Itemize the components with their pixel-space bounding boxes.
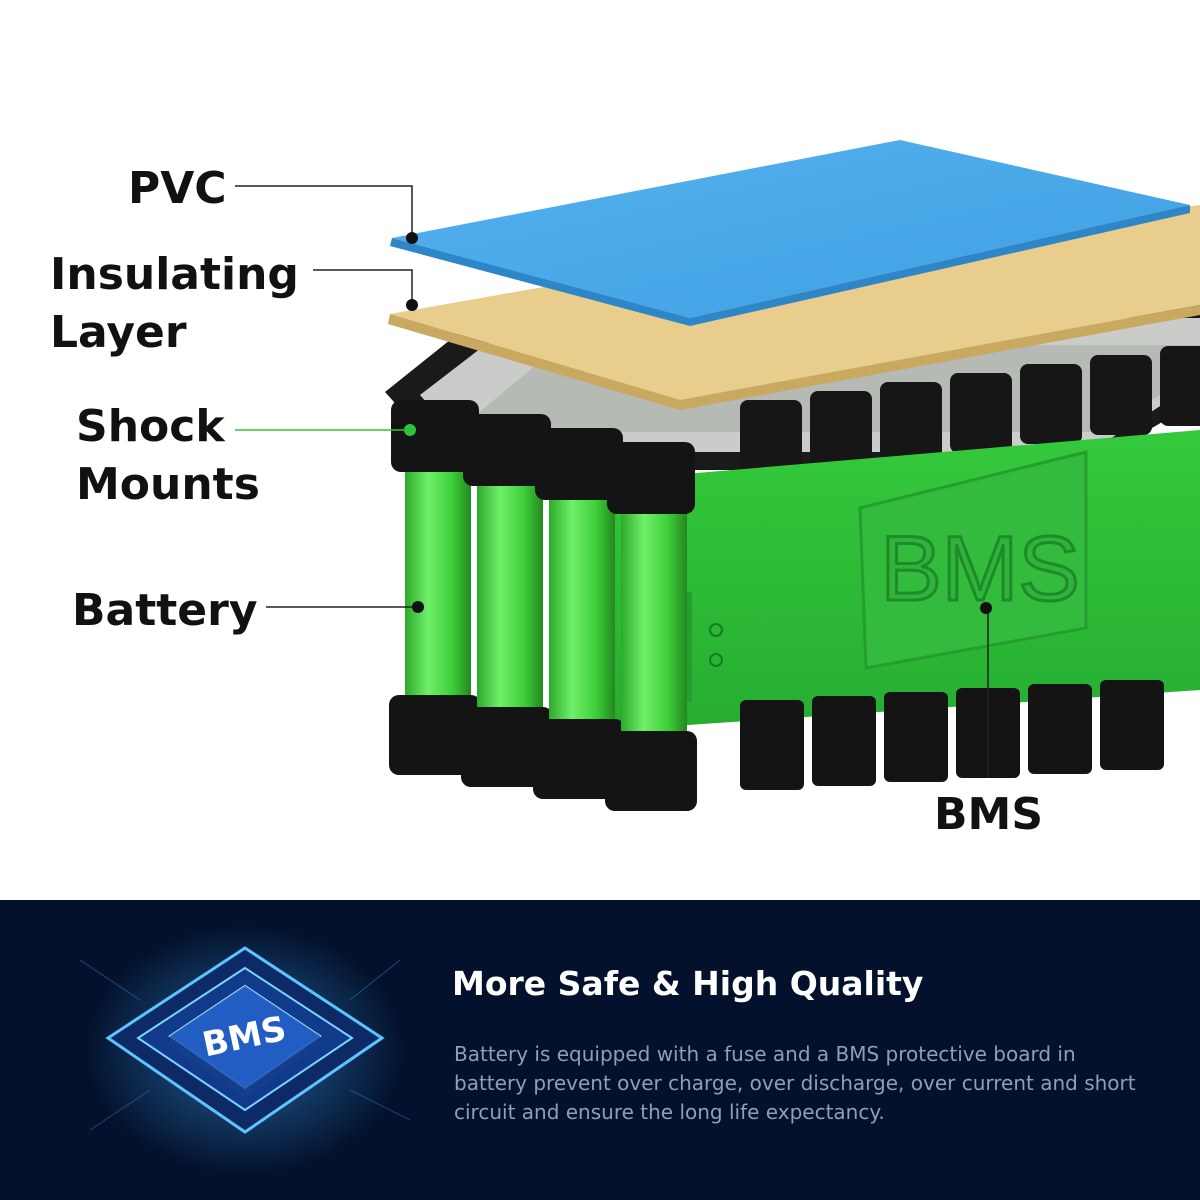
battery-cell bbox=[549, 464, 615, 754]
pvc-leader-line bbox=[235, 185, 413, 238]
bms-callout: BMS bbox=[934, 789, 1044, 840]
insulating-layer-callout: Insulating Layer bbox=[50, 249, 299, 358]
battery-cell bbox=[477, 452, 543, 742]
shock-mount bbox=[740, 400, 802, 480]
bms-plate bbox=[858, 450, 1088, 670]
bms-chip-icon: BMS bbox=[80, 925, 410, 1175]
leader-lines bbox=[235, 185, 989, 778]
pvc-marker bbox=[406, 232, 418, 244]
feature-description: Battery is equipped with a fuse and a BM… bbox=[454, 1042, 1136, 1124]
bottom-holder bbox=[812, 696, 876, 786]
bottom-holder bbox=[1028, 684, 1092, 774]
shock-mount bbox=[1160, 346, 1200, 426]
shock-mount bbox=[391, 400, 479, 472]
feature-title: More Safe & High Quality bbox=[452, 964, 924, 1003]
shock-mount bbox=[1090, 355, 1152, 435]
bottom-holder bbox=[533, 719, 625, 799]
wrap-hole-icon bbox=[709, 653, 723, 667]
bms-plate-text: BMS bbox=[880, 518, 1079, 620]
pvc-sheet-edge bbox=[390, 205, 1190, 326]
shock-mount bbox=[463, 414, 551, 486]
insulating-sheet-edge bbox=[388, 305, 1200, 410]
feature-panel: BMS bbox=[0, 900, 1200, 1200]
battery-pack-diagram: BMS bbox=[235, 140, 1200, 811]
pvc-callout: PVC bbox=[128, 163, 227, 214]
shock-mount bbox=[810, 391, 872, 471]
battery-callout: Battery bbox=[72, 585, 258, 636]
insulating-leader-line bbox=[313, 269, 413, 305]
shock-mounts-marker bbox=[404, 424, 416, 436]
shock-mount bbox=[535, 428, 623, 500]
wrap-hole-icon bbox=[709, 623, 723, 637]
bottom-holder bbox=[605, 731, 697, 811]
shock-mount bbox=[950, 373, 1012, 453]
battery-marker bbox=[412, 601, 424, 613]
cell-holder-bottom bbox=[740, 680, 1164, 790]
insulating-marker bbox=[406, 299, 418, 311]
bottom-holder bbox=[740, 700, 804, 790]
shock-mount bbox=[1020, 364, 1082, 444]
bms-marker bbox=[980, 602, 992, 614]
battery-cells bbox=[389, 400, 697, 811]
shock-mount bbox=[607, 442, 695, 514]
bottom-holder bbox=[884, 692, 948, 782]
bottom-holder bbox=[461, 707, 553, 787]
shock-mount-row bbox=[740, 346, 1200, 480]
shock-mounts-callout: Shock Mounts bbox=[76, 401, 260, 510]
battery-cell bbox=[405, 440, 471, 730]
bottom-holder bbox=[389, 695, 481, 775]
shock-mount bbox=[880, 382, 942, 462]
bottom-holder bbox=[1100, 680, 1164, 770]
pvc-sheet bbox=[392, 140, 1190, 318]
battery-cell bbox=[621, 476, 687, 766]
